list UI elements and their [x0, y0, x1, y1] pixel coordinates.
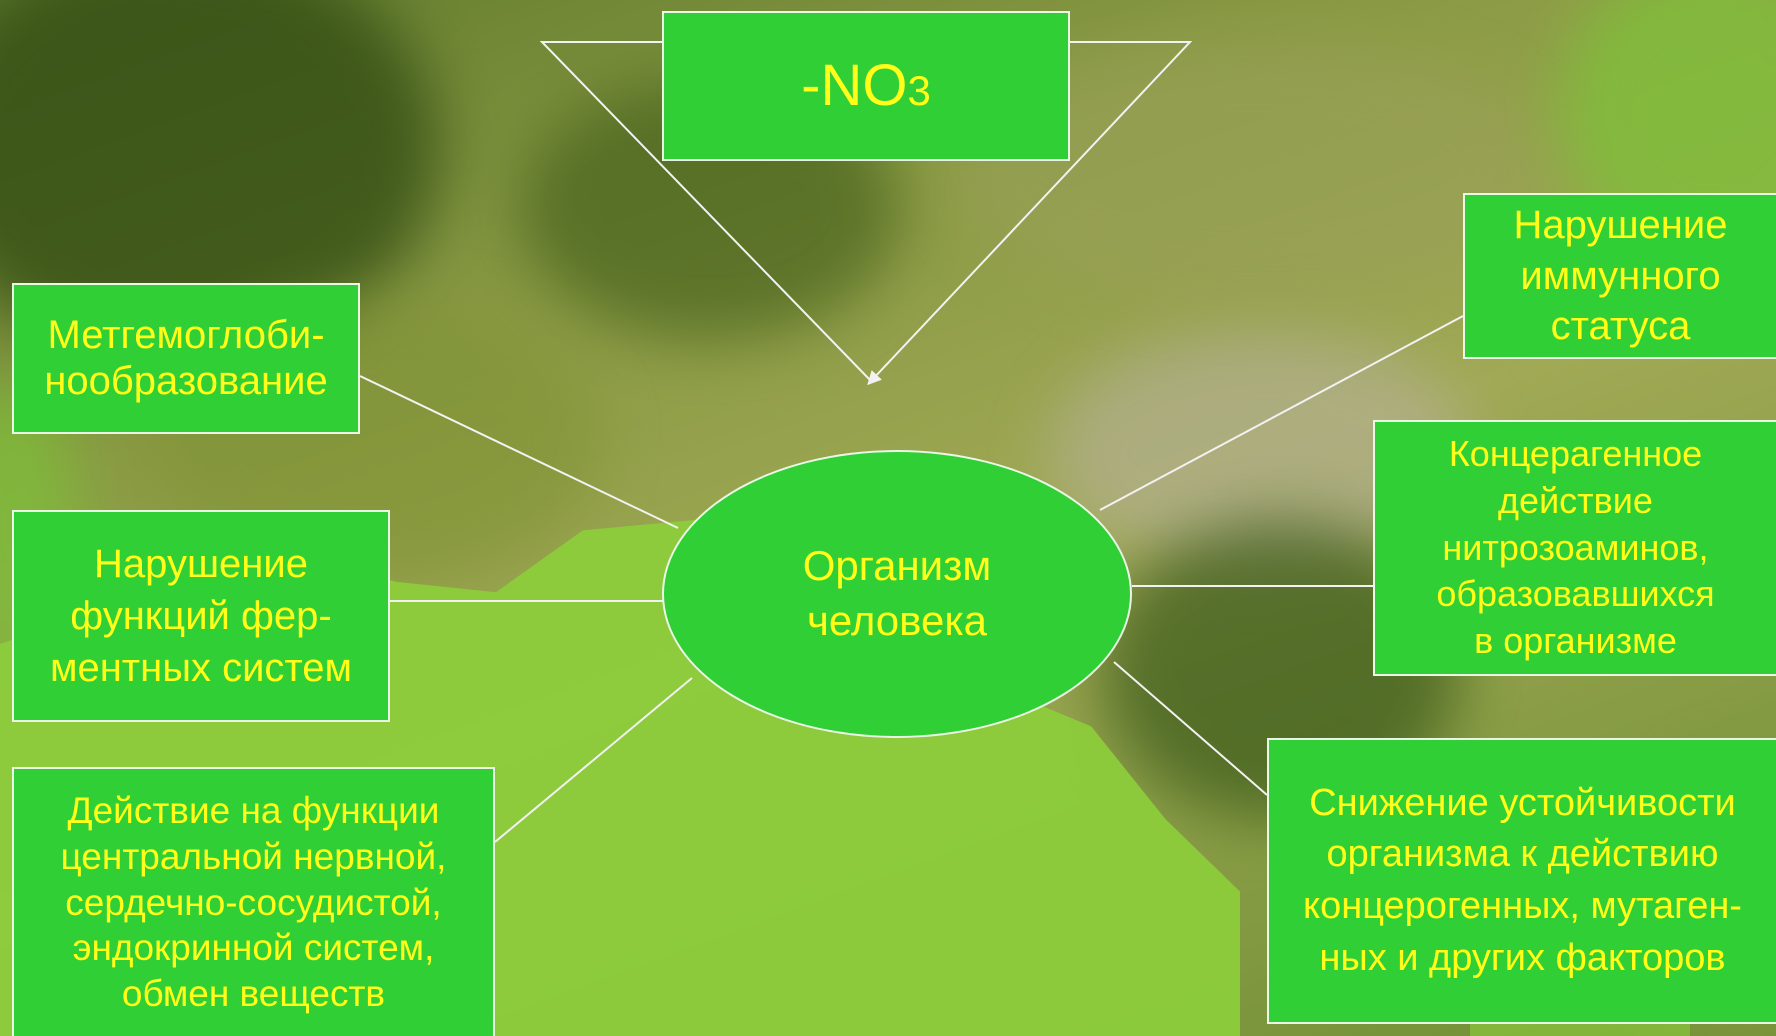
connector-resistance	[1113, 661, 1268, 796]
effect-nervous-label: Действие на функции центральной нервной,…	[60, 789, 447, 1015]
connector-immune	[1099, 315, 1464, 511]
effect-enzymes-box: Нарушение функций фер- ментных систем	[12, 510, 390, 722]
funnel-left-line	[539, 41, 871, 381]
effect-resistance-label: Снижение устойчивости организма к действ…	[1303, 781, 1742, 979]
effect-enzymes-label: Нарушение функций фер- ментных систем	[49, 542, 353, 690]
center-label: Организм человека	[802, 542, 992, 644]
effect-immune-label: Нарушение иммунного статуса	[1513, 202, 1728, 349]
effect-methemoglobin-label: Метгемоглоби- нообразование	[44, 312, 328, 403]
effect-methemoglobin-box: Метгемоглоби- нообразование	[12, 283, 360, 434]
funnel-right-line	[867, 41, 1193, 386]
nitrate-formula: -NO3	[801, 52, 931, 118]
effect-carcinogenic-label: Концерагенное действие нитрозоаминов, об…	[1436, 433, 1715, 662]
effect-nervous-box: Действие на функции центральной нервной,…	[12, 767, 495, 1036]
source-nitrate-box: -NO3	[662, 11, 1070, 161]
connector-nervous	[494, 677, 693, 843]
effect-resistance-box: Снижение устойчивости организма к действ…	[1267, 738, 1776, 1024]
effect-immune-box: Нарушение иммунного статуса	[1463, 193, 1776, 359]
connector-methemoglobin	[359, 375, 679, 529]
effect-carcinogenic-box: Концерагенное действие нитрозоаминов, об…	[1373, 420, 1776, 676]
center-human-organism: Организм человека	[662, 450, 1132, 738]
